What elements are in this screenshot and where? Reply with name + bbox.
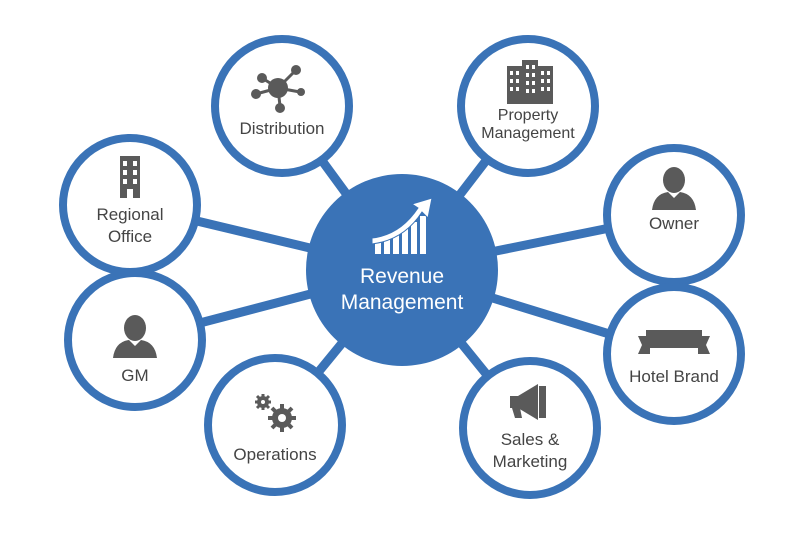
node-hotel-brand: Hotel Brand <box>603 283 745 425</box>
node-label-hotel-brand-1: Hotel Brand <box>629 367 719 386</box>
node-owner: Owner <box>603 144 745 286</box>
gears-icon <box>255 394 296 432</box>
megaphone-icon <box>510 384 546 420</box>
node-label-operations-1: Operations <box>233 445 316 464</box>
node-label-property-management-1: Property <box>498 107 558 124</box>
node-regional-office: Regional Office <box>59 134 201 276</box>
node-property-management: Property Management <box>457 35 599 177</box>
node-label-owner-1: Owner <box>649 214 699 233</box>
node-label-regional-office-2: Office <box>108 227 152 246</box>
hub-node: Revenue Management <box>306 174 498 366</box>
node-label-sales-marketing-1: Sales & <box>501 430 560 449</box>
node-gm: GM <box>64 269 206 411</box>
office-building-icon <box>120 156 140 198</box>
ribbon-banner-icon <box>638 330 710 354</box>
growth-chart-icon <box>371 197 433 254</box>
node-label-distribution-1: Distribution <box>239 119 324 138</box>
node-label-regional-office-1: Regional <box>96 205 163 224</box>
node-label-property-management-2: Management <box>481 125 575 142</box>
buildings-icon <box>507 60 553 104</box>
network-icon <box>251 65 305 113</box>
node-label-sales-marketing-2: Marketing <box>493 452 568 471</box>
person-icon <box>113 315 157 358</box>
hub-label-line2: Management <box>341 291 464 314</box>
node-label-gm-1: GM <box>121 366 148 385</box>
node-distribution: Distribution <box>211 35 353 177</box>
node-sales-marketing: Sales & Marketing <box>459 357 601 499</box>
node-operations: Operations <box>204 354 346 496</box>
hub-label-line1: Revenue <box>360 265 444 288</box>
person-icon <box>652 167 696 210</box>
